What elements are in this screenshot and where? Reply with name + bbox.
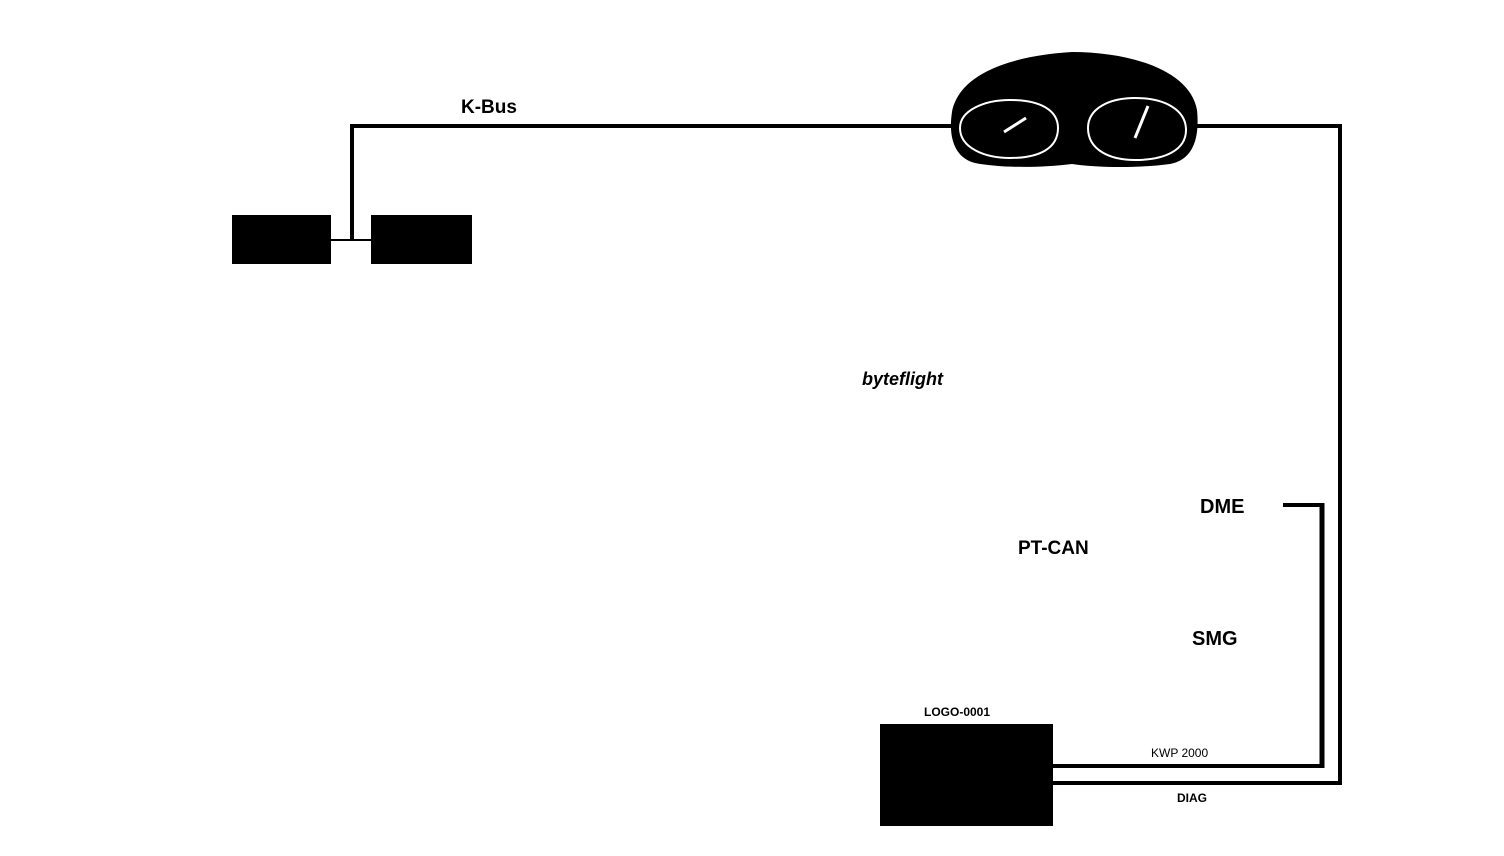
instrument-cluster-icon — [950, 52, 1198, 167]
ptcan-label: PT-CAN — [1018, 538, 1089, 559]
interface-box-label: LOGO-0001 — [924, 705, 990, 719]
module-box-left — [232, 215, 331, 264]
dme-label: DME — [1200, 496, 1244, 518]
kbus-label: K-Bus — [461, 97, 517, 118]
kwp-label: KWP 2000 — [1151, 746, 1208, 760]
byteflight-label: byteflight — [862, 369, 944, 389]
interface-box — [880, 724, 1053, 826]
module-box-right — [371, 215, 472, 264]
smg-label: SMG — [1192, 628, 1238, 650]
diag-label: DIAG — [1177, 791, 1207, 805]
